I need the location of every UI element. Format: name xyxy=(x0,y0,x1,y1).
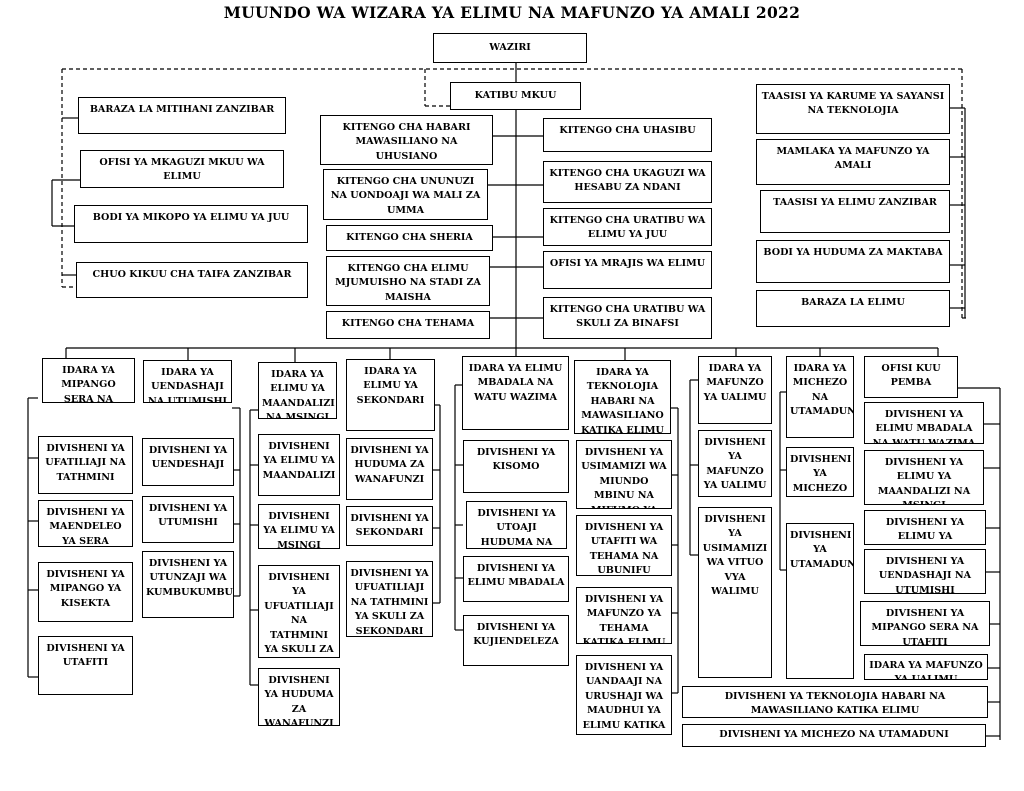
chart-title: MUUNDO WA WIZARA YA ELIMU NA MAFUNZO YA … xyxy=(223,3,801,22)
box-div-2-2: DIVISHENI YA UTUMISHI xyxy=(142,496,234,543)
box-div-8-1: DIVISHENI YA MICHEZO xyxy=(786,447,854,497)
box-div-5-4: DIVISHENI YA KUJIENDELEZA xyxy=(463,615,569,666)
box-katibu-mkuu: KATIBU MKUU xyxy=(450,82,581,110)
box-dept-sekondari: IDARA YA ELIMU YA SEKONDARI xyxy=(346,359,435,431)
box-div-7-1: DIVISHENI YA MAFUNZO YA UALIMU xyxy=(698,430,772,497)
box-left-body-4: CHUO KIKUU CHA TAIFA ZANZIBAR xyxy=(76,262,308,298)
box-dept-tehama: IDARA YA TEKNOLOJIA HABARI NA MAWASILIAN… xyxy=(574,360,671,434)
box-right-body-1: TAASISI YA KARUME YA SAYANSI NA TEKNOLOJ… xyxy=(756,84,950,134)
box-unit-habari: KITENGO CHA HABARI MAWASILIANO NA UHUSIA… xyxy=(320,115,493,165)
box-div-5-1: DIVISHENI YA KISOMO xyxy=(463,440,569,493)
box-unit-ukaguzi: KITENGO CHA UKAGUZI WA HESABU ZA NDANI xyxy=(543,161,712,203)
box-left-body-2: OFISI YA MKAGUZI MKUU WA ELIMU xyxy=(80,150,284,188)
box-div-4-1: DIVISHENI YA HUDUMA ZA WANAFUNZI xyxy=(346,438,433,500)
box-div-1-4: DIVISHENI YA UTAFITI xyxy=(38,636,133,695)
box-div-1-3: DIVISHENI YA MIPANGO YA KISEKTA xyxy=(38,562,133,622)
box-unit-ununuzi: KITENGO CHA UNUNUZI NA UONDOAJI WA MALI … xyxy=(323,169,488,220)
box-div-6-4: DIVISHENI YA UANDAAJI NA URUSHAJI WA MAU… xyxy=(576,655,672,735)
box-div-9-7: DIVISHENI YA TEKNOLOJIA HABARI NA MAWASI… xyxy=(682,686,988,718)
box-div-9-6: IDARA YA MAFUNZO YA UALIMU xyxy=(864,654,988,680)
box-div-6-1: DIVISHENI YA USIMAMIZI WA MIUNDO MBINU N… xyxy=(576,440,672,509)
box-div-3-4: DIVISHENI YA HUDUMA ZA WANAFUNZI xyxy=(258,668,340,726)
box-left-body-3: BODI YA MIKOPO YA ELIMU YA JUU xyxy=(74,205,308,243)
box-dept-maandalizi-msingi: IDARA YA ELIMU YA MAANDALIZI NA MSINGI xyxy=(258,362,337,419)
box-unit-uhasibu: KITENGO CHA UHASIBU xyxy=(543,118,712,152)
box-unit-uratibu-skuli-binafsi: KITENGO CHA URATIBU WA SKULI ZA BINAFSI xyxy=(543,297,712,339)
box-div-1-2: DIVISHENI YA MAENDELEO YA SERA xyxy=(38,500,133,547)
box-dept-michezo: IDARA YA MICHEZO NA UTAMADUNI xyxy=(786,356,854,438)
box-div-6-2: DIVISHENI YA UTAFITI WA TEHAMA NA UBUNIF… xyxy=(576,515,672,576)
box-unit-uratibu-elimu-juu: KITENGO CHA URATIBU WA ELIMU YA JUU xyxy=(543,208,712,246)
box-dept-uendashaji: IDARA YA UENDASHAJI NA UTUMISHI xyxy=(143,360,232,403)
box-unit-sheria: KITENGO CHA SHERIA xyxy=(326,225,493,251)
box-right-body-3: TAASISI YA ELIMU ZANZIBAR xyxy=(760,190,950,233)
box-dept-mipango: IDARA YA MIPANGO SERA NA UTAFITI xyxy=(42,358,135,403)
box-div-4-3: DIVISHENI YA UFUATILIAJI NA TATHMINI YA … xyxy=(346,561,433,637)
box-div-3-2: DIVISHENI YA ELIMU YA MSINGI xyxy=(258,504,340,549)
box-div-7-2: DIVISHENI YA USIMAMIZI WA VITUO VYA WALI… xyxy=(698,507,772,678)
box-ofisi-kuu-pemba: OFISI KUU PEMBA xyxy=(864,356,958,398)
box-div-9-8: DIVISHENI YA MICHEZO NA UTAMADUNI xyxy=(682,724,986,747)
box-div-9-1: DIVISHENI YA ELIMU MBADALA NA WATU WAZIM… xyxy=(864,402,984,444)
box-div-5-3: DIVISHENI YA ELIMU MBADALA xyxy=(463,556,569,602)
box-right-body-5: BARAZA LA ELIMU xyxy=(756,290,950,327)
box-unit-tehama: KITENGO CHA TEHAMA xyxy=(326,311,490,339)
box-div-8-2: DIVISHENI YA UTAMADUNI xyxy=(786,523,854,679)
box-div-6-3: DIVISHENI YA MAFUNZO YA TEHAMA KATIKA EL… xyxy=(576,587,672,644)
box-div-5-2: DIVISHENI YA UTOAJI HUDUMA NA TAALUMA xyxy=(466,501,567,549)
box-div-9-2: DIVISHENI YA ELIMU YA MAANDALIZI NA MSIN… xyxy=(864,450,984,505)
box-unit-mrajis: OFISI YA MRAJIS WA ELIMU xyxy=(543,251,712,289)
box-dept-mafunzo-ualimu: IDARA YA MAFUNZO YA UALIMU xyxy=(698,356,772,424)
box-unit-elimu-mjumuisho: KITENGO CHA ELIMU MJUMUISHO NA STADI ZA … xyxy=(326,256,490,306)
box-waziri: WAZIRI xyxy=(433,33,587,63)
box-div-2-1: DIVISHENI YA UENDESHAJI xyxy=(142,438,234,486)
box-right-body-2: MAMLAKA YA MAFUNZO YA AMALI xyxy=(756,139,950,185)
box-div-3-1: DIVISHENI YA ELIMU YA MAANDALIZI xyxy=(258,434,340,496)
box-left-body-1: BARAZA LA MITIHANI ZANZIBAR xyxy=(78,97,286,134)
box-div-9-4: DIVISHENI YA UENDASHAJI NA UTUMISHI xyxy=(864,549,986,594)
box-div-3-3: DIVISHENI YA UFUATILIAJI NA TATHMINI YA … xyxy=(258,565,340,658)
box-div-2-3: DIVISHENI YA UTUNZAJI WA KUMBUKUMBU xyxy=(142,551,234,618)
box-right-body-4: BODI YA HUDUMA ZA MAKTABA xyxy=(756,240,950,283)
box-div-4-2: DIVISHENI YA SEKONDARI xyxy=(346,506,433,546)
box-dept-elimu-mbadala: IDARA YA ELIMU MBADALA NA WATU WAZIMA xyxy=(462,356,569,430)
box-div-9-3: DIVISHENI YA ELIMU YA SEKONDARI xyxy=(864,510,986,545)
box-div-9-5: DIVISHENI YA MIPANGO SERA NA UTAFITI xyxy=(860,601,990,646)
box-div-1-1: DIVISHENI YA UFATILIAJI NA TATHMINI xyxy=(38,436,133,494)
